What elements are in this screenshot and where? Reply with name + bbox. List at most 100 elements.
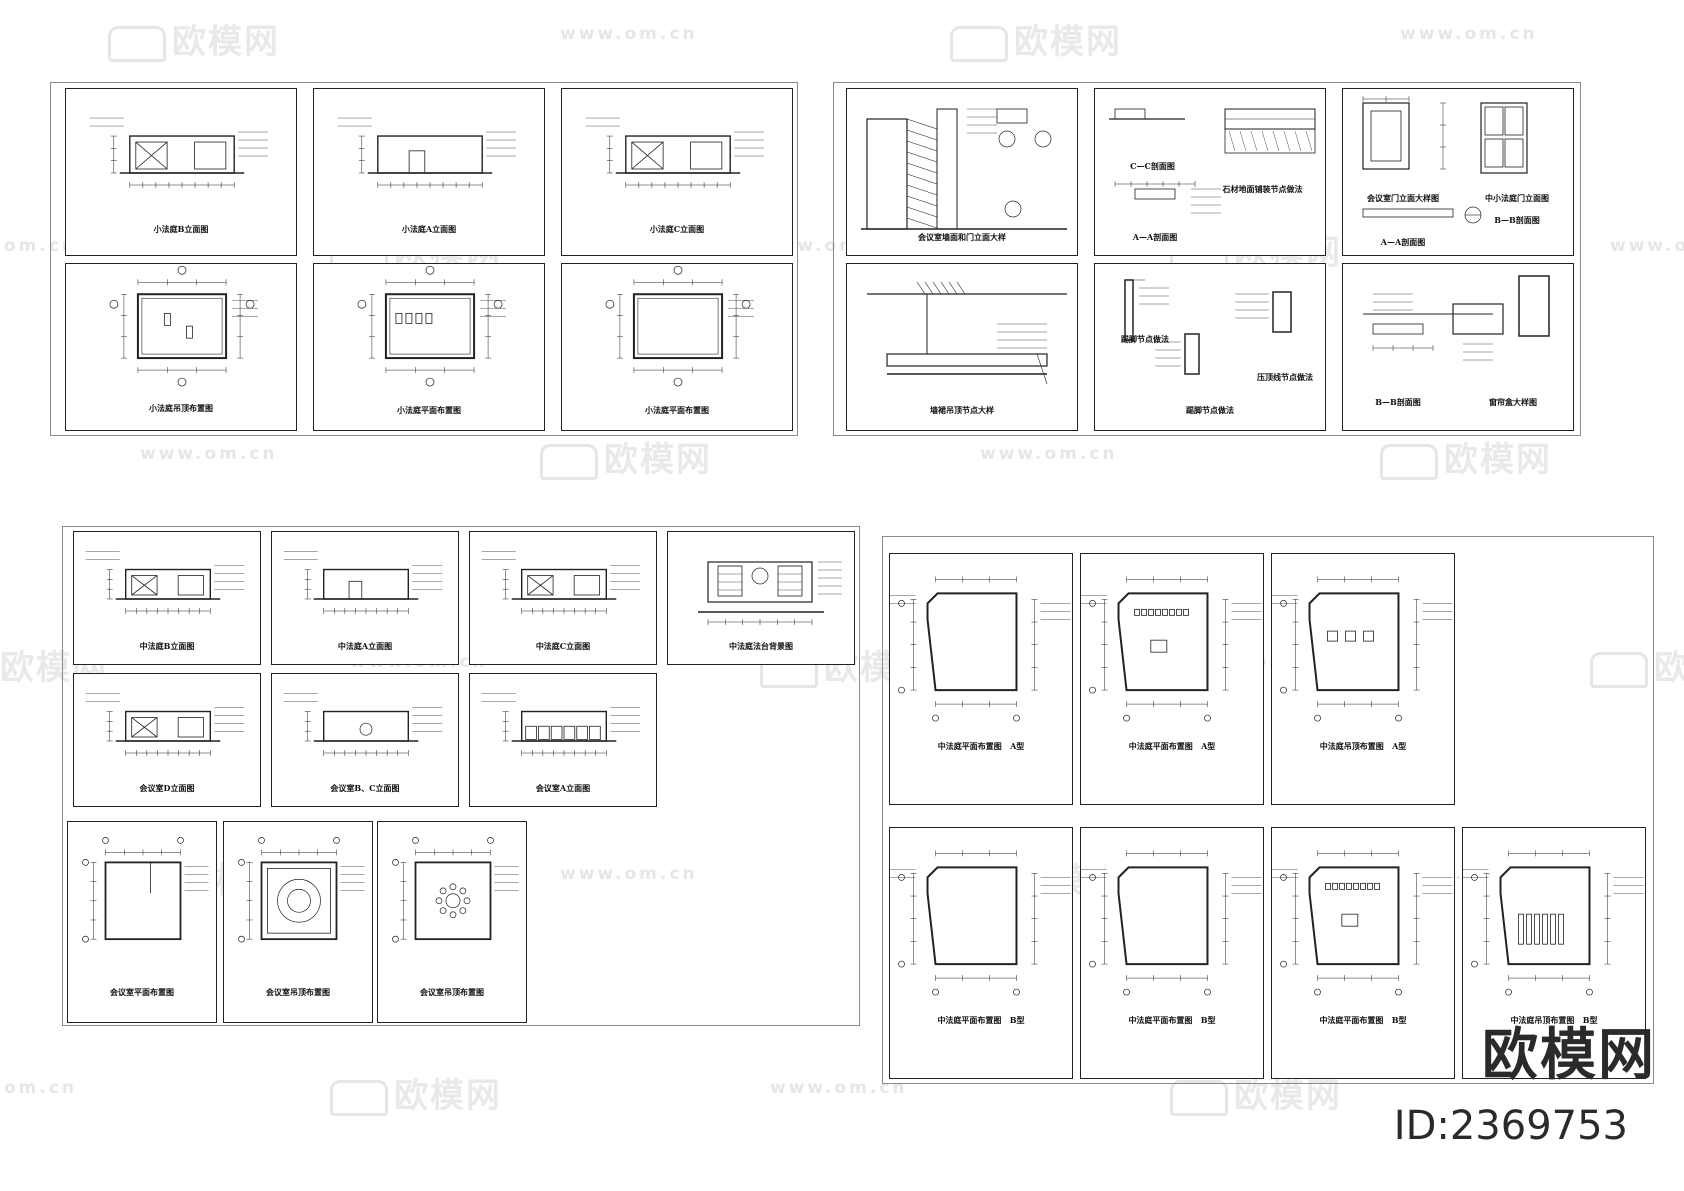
drawing-sheet[interactable]: 会议室B、C立面图: [271, 673, 459, 807]
elevation-drawing: [585, 117, 765, 188]
elevation-drawing: [283, 693, 443, 756]
watermark-url: www.om.cn: [140, 444, 278, 464]
section-label: C—C剖面图: [1130, 161, 1175, 171]
sheet-title: 会议室平面布置图: [110, 987, 174, 997]
elevation-drawing: [89, 117, 269, 188]
elevation-drawing: [85, 693, 245, 756]
drawing-sheet[interactable]: 中法庭平面布置图 A型: [1080, 553, 1264, 805]
sheet-title: A—A剖面图: [1132, 232, 1178, 242]
drawing-sheet[interactable]: 小法庭A立面图: [313, 88, 545, 256]
detail-label: 窗帘盒大样图: [1489, 397, 1537, 407]
watermark-url: www.om.cn: [980, 444, 1118, 464]
drawing-sheet[interactable]: 小法庭平面布置图: [313, 263, 545, 431]
plan-drawing: [82, 837, 209, 943]
sheet-title: 墙裙吊顶节点大样: [930, 405, 994, 415]
drawing-sheet[interactable]: 中法庭吊顶布置图 B型: [1462, 827, 1646, 1079]
drawing-sheet[interactable]: 会议室吊顶布置图: [223, 821, 373, 1023]
plan-drawing: [109, 265, 259, 387]
sheet-title: 会议室D立面图: [139, 783, 195, 793]
elevation-drawing: [481, 551, 641, 614]
drawing-group-meeting-room: 中法庭B立面图 中法庭A立面图 中法庭C立面图 中法庭法台背景图 会议室D立面图…: [62, 526, 860, 1026]
drawing-group-small-court: 小法庭B立面图 小法庭A立面图 小法庭C立面图 小法庭吊顶布置图 小法庭平面布置…: [50, 82, 798, 436]
detail-label: 踢脚节点做法: [1121, 334, 1169, 344]
watermark-url: www.om.cn: [1400, 24, 1538, 44]
drawing-sheet[interactable]: 小法庭B立面图: [65, 88, 297, 256]
drawing-sheet[interactable]: 中法庭平面布置图 B型: [889, 827, 1073, 1079]
sheet-title: 小法庭B立面图: [153, 224, 209, 234]
node-drawing: [1124, 279, 1292, 375]
drawing-sheet[interactable]: 墙裙吊顶节点大样: [846, 263, 1078, 431]
watermark-logo: 欧模网: [540, 432, 712, 481]
elevation-drawing: [337, 117, 517, 188]
plan-drawing: [392, 837, 519, 943]
drawing-sheet[interactable]: 会议室门立面大样图 中小法庭门立面图 B—B剖面图 A—A剖面图: [1342, 88, 1574, 256]
drawing-sheet[interactable]: 中法庭法台背景图: [667, 531, 855, 665]
sheet-title: 中法庭平面布置图 B型: [1319, 1015, 1407, 1025]
drawing-sheet[interactable]: 小法庭平面布置图: [561, 263, 793, 431]
sheet-title: 小法庭平面布置图: [645, 405, 709, 415]
plan-drawing: [890, 576, 1071, 722]
drawing-sheet[interactable]: 中法庭平面布置图 B型: [1080, 827, 1264, 1079]
sheet-title: 会议室门立面大样图: [1367, 193, 1439, 203]
drawing-sheet[interactable]: 中法庭B立面图: [73, 531, 261, 665]
sheet-title: 小法庭平面布置图: [397, 405, 461, 415]
drawing-sheet[interactable]: 中法庭A立面图: [271, 531, 459, 665]
elevation-drawing: [481, 693, 641, 756]
sheet-title: 中法庭平面布置图 B型: [1128, 1015, 1216, 1025]
drawing-sheet[interactable]: C—C剖面图 石材地面铺装节点做法 A—A剖面图: [1094, 88, 1326, 256]
drawing-sheet[interactable]: 中法庭吊顶布置图 A型: [1271, 553, 1455, 805]
brand-logo-text: 欧模网: [1482, 1023, 1656, 1088]
plan-drawing: [1081, 850, 1262, 996]
ceiling-plan-drawing: [1272, 576, 1453, 722]
sheet-title: 会议室A立面图: [535, 783, 591, 793]
sheet-title: 小法庭C立面图: [649, 224, 705, 234]
drawing-sheet[interactable]: 中法庭C立面图: [469, 531, 657, 665]
drawing-sheet[interactable]: 踢脚节点做法 压顶线节点做法 踢脚节点做法: [1094, 263, 1326, 431]
door-drawing: [1362, 96, 1528, 224]
sheet-title: 中法庭A立面图: [337, 641, 393, 651]
watermark-url: www.om.cn: [560, 24, 698, 44]
drawing-sheet[interactable]: 会议室平面布置图: [67, 821, 217, 1023]
drawing-sheet[interactable]: 会议室D立面图: [73, 673, 261, 807]
model-id: ID:2369753: [1393, 1103, 1628, 1149]
plan-drawing: [357, 265, 507, 387]
sheet-title: 中法庭吊顶布置图 A型: [1319, 741, 1407, 751]
sheet-title: 中法庭平面布置图 A型: [1128, 741, 1216, 751]
ceiling-plan-drawing: [1463, 850, 1644, 996]
door-label: 中小法庭门立面图: [1485, 193, 1549, 203]
sheet-title: 中法庭B立面图: [139, 641, 195, 651]
watermark-logo: 欧模网: [1380, 432, 1552, 481]
watermark-logo: 欧模网: [330, 1068, 502, 1117]
watermark-url: www.om.cn: [1610, 236, 1684, 256]
drawing-sheet[interactable]: 会议室A立面图: [469, 673, 657, 807]
ceiling-plan-drawing: [238, 837, 365, 943]
sheet-title: 小法庭A立面图: [401, 224, 457, 234]
backdrop-drawing: [698, 561, 842, 625]
drawing-sheet[interactable]: 会议室墙面和门立面大样: [846, 88, 1078, 256]
drawing-sheet[interactable]: B—B剖面图 窗帘盒大样图: [1342, 263, 1574, 431]
drawing-sheet[interactable]: 会议室吊顶布置图: [377, 821, 527, 1023]
detail-drawing: [1109, 108, 1316, 214]
detail-drawing: [861, 108, 1067, 230]
section-drawing: [1363, 275, 1550, 361]
sheet-title: 中法庭平面布置图 B型: [937, 1015, 1025, 1025]
plan-drawing: [890, 850, 1071, 996]
watermark-url: om.cn: [4, 1078, 78, 1098]
detail-label: 压顶线节点做法: [1257, 372, 1313, 382]
drawing-sheet[interactable]: 中法庭平面布置图 B型: [1271, 827, 1455, 1079]
drawing-sheet[interactable]: 小法庭C立面图: [561, 88, 793, 256]
watermark-logo: 欧模网: [950, 14, 1122, 63]
watermark-logo: 欧模网: [108, 14, 280, 63]
sheet-title: 中法庭C立面图: [535, 641, 591, 651]
elevation-drawing: [85, 551, 245, 614]
sheet-title: 会议室吊顶布置图: [420, 987, 484, 997]
sheet-title: 中法庭法台背景图: [729, 641, 793, 651]
drawing-sheet[interactable]: 小法庭吊顶布置图: [65, 263, 297, 431]
plan-drawing: [1081, 576, 1262, 722]
sheet-title: 会议室B、C立面图: [330, 783, 400, 793]
sheet-title: 中法庭吊顶布置图 B型: [1510, 1015, 1598, 1025]
plan-drawing: [1272, 850, 1453, 996]
drawing-sheet[interactable]: 中法庭平面布置图 A型: [889, 553, 1073, 805]
section-label: B—B剖面图: [1494, 215, 1540, 225]
plan-drawing: [605, 265, 755, 387]
